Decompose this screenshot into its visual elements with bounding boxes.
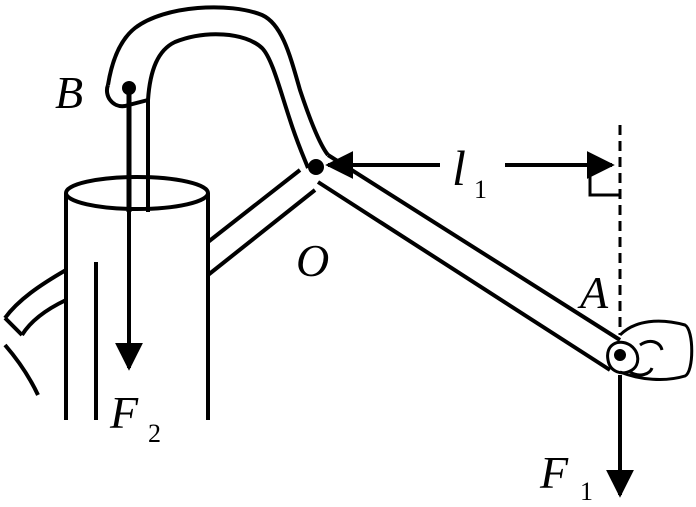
- hand-icon: [606, 319, 694, 381]
- pump-spout: [3, 268, 67, 396]
- label-f1-sub: 1: [580, 477, 593, 506]
- support-bracket: [206, 168, 317, 277]
- pump-cylinder: [64, 175, 210, 420]
- label-l1-main: l: [452, 140, 466, 196]
- label-f2-sub: 2: [148, 419, 161, 448]
- point-a: [614, 349, 626, 361]
- right-angle-marker: [588, 165, 620, 197]
- pivot-point-o: [308, 159, 324, 175]
- label-a: A: [577, 267, 609, 318]
- piston-rod: [126, 90, 150, 212]
- label-l1-sub: 1: [474, 175, 487, 204]
- pump-gooseneck: [105, 5, 330, 169]
- label-b: B: [55, 67, 83, 118]
- point-b: [122, 81, 136, 95]
- label-f1-main: F: [539, 447, 569, 498]
- lever-arm: [316, 153, 622, 372]
- label-o: O: [296, 235, 329, 286]
- label-f2-main: F: [109, 387, 139, 438]
